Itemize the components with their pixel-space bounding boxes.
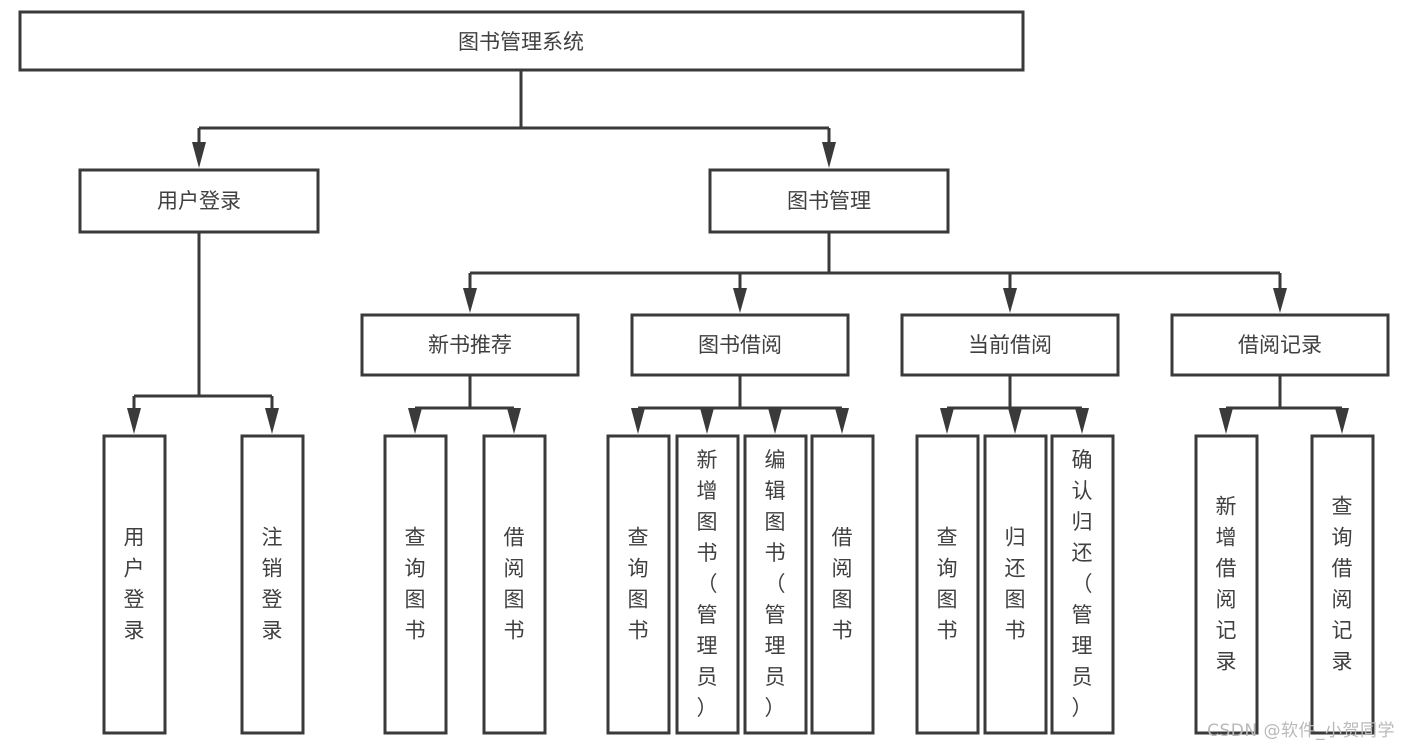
node-user-login-label: 用户登录: [157, 189, 241, 213]
arrow-head-borrow-record: [1273, 288, 1287, 313]
node-leaf-edit-book-admin[interactable]: 编辑图书（管理员）: [743, 434, 808, 735]
node-leaf-borrow-book[interactable]: 借阅图书: [810, 434, 875, 735]
node-root-label: 图书管理系统: [458, 30, 584, 54]
node-new-book-recommend-box[interactable]: [360, 313, 580, 377]
watermark-label: CSDN @软件_小贺同学: [1207, 721, 1395, 741]
node-current-borrow-box[interactable]: [900, 313, 1120, 377]
node-leaf-return-book-label: 归还图书: [1005, 526, 1026, 643]
node-book-management-box[interactable]: [708, 168, 950, 234]
connector-group-new-book-recommend: [408, 375, 521, 434]
node-leaf-logout-box[interactable]: [240, 434, 305, 735]
node-root[interactable]: 图书管理系统: [18, 10, 1025, 72]
arrow-head-leaf-borrow-book-rec: [507, 408, 521, 434]
connector-group-borrow-record: [1219, 375, 1349, 434]
node-leaf-query-book-borrow-label: 查询图书: [628, 526, 649, 643]
node-leaf-logout-label: 注销登录: [262, 526, 283, 643]
arrow-head-leaf-query-borrow-record: [1335, 408, 1349, 434]
connector-group-current-borrow: [940, 375, 1089, 434]
node-book-borrow-label: 图书借阅: [698, 333, 782, 357]
arrow-head-current-borrow: [1003, 288, 1017, 313]
node-leaf-return-book[interactable]: 归还图书: [983, 434, 1048, 735]
arrow-head-leaf-confirm-return-admin: [1075, 408, 1089, 434]
arrow-head-user-login: [192, 142, 206, 168]
node-leaf-borrow-book-label: 借阅图书: [832, 526, 853, 643]
connector-group-book-borrow: [631, 375, 849, 434]
node-leaf-confirm-return-admin-label: 确认归还（管理员）: [1072, 448, 1093, 720]
arrow-head-leaf-user-login: [127, 408, 141, 434]
node-leaf-user-login[interactable]: 用户登录: [102, 434, 167, 735]
node-leaf-borrow-book-box[interactable]: [810, 434, 875, 735]
arrow-head-book-borrow: [733, 288, 747, 313]
node-leaf-query-book-rec-box[interactable]: [383, 434, 448, 735]
node-current-borrow-label: 当前借阅: [968, 333, 1052, 357]
connector-group-user-login: [127, 232, 279, 434]
node-leaf-query-book-borrow-box[interactable]: [606, 434, 671, 735]
node-leaf-logout[interactable]: 注销登录: [240, 434, 305, 735]
node-leaf-borrow-book-rec-box[interactable]: [482, 434, 547, 735]
node-root-box[interactable]: [18, 10, 1025, 72]
arrow-head-leaf-edit-book-admin: [768, 408, 782, 434]
node-leaf-user-login-box[interactable]: [102, 434, 167, 735]
node-borrow-record-label: 借阅记录: [1238, 333, 1322, 357]
node-borrow-record-box[interactable]: [1170, 313, 1390, 377]
node-leaf-query-book-current[interactable]: 查询图书: [915, 434, 980, 735]
node-leaf-query-borrow-record-box[interactable]: [1310, 434, 1375, 735]
node-leaf-query-book-rec-label: 查询图书: [405, 526, 426, 643]
node-leaf-query-book-borrow[interactable]: 查询图书: [606, 434, 671, 735]
node-user-login[interactable]: 用户登录: [78, 168, 320, 234]
connector-group-book-management: [463, 232, 1287, 313]
node-book-management-label: 图书管理: [787, 189, 871, 213]
node-leaf-return-book-box[interactable]: [983, 434, 1048, 735]
node-leaf-query-book-current-label: 查询图书: [937, 526, 958, 643]
node-leaf-add-book-admin-box[interactable]: [675, 434, 740, 735]
node-leaf-query-book-current-box[interactable]: [915, 434, 980, 735]
node-leaf-add-borrow-record-box[interactable]: [1194, 434, 1259, 735]
connector-group-root: [192, 70, 836, 168]
node-book-borrow-box[interactable]: [630, 313, 850, 377]
node-leaf-borrow-book-rec[interactable]: 借阅图书: [482, 434, 547, 735]
node-leaf-query-borrow-record[interactable]: 查询借阅记录: [1310, 434, 1375, 735]
arrow-head-leaf-add-borrow-record: [1219, 408, 1233, 434]
node-leaf-borrow-book-rec-label: 借阅图书: [504, 526, 525, 643]
node-leaf-confirm-return-admin-box[interactable]: [1050, 434, 1115, 735]
node-borrow-record[interactable]: 借阅记录: [1170, 313, 1390, 377]
arrow-head-leaf-query-book-borrow: [631, 408, 645, 434]
node-leaf-confirm-return-admin[interactable]: 确认归还（管理员）: [1050, 434, 1115, 735]
node-leaf-edit-book-admin-box[interactable]: [743, 434, 808, 735]
arrow-head-new-book-recommend: [463, 288, 477, 313]
node-leaf-user-login-label: 用户登录: [124, 526, 145, 643]
arrow-head-leaf-logout: [265, 408, 279, 434]
node-user-login-box[interactable]: [78, 168, 320, 234]
node-leaf-add-borrow-record-label: 新增借阅记录: [1216, 495, 1237, 674]
node-leaf-query-book-rec[interactable]: 查询图书: [383, 434, 448, 735]
node-leaf-query-borrow-record-label: 查询借阅记录: [1332, 495, 1353, 674]
arrow-head-book-management: [822, 142, 836, 168]
node-current-borrow[interactable]: 当前借阅: [900, 313, 1120, 377]
node-leaf-edit-book-admin-label: 编辑图书（管理员）: [765, 448, 786, 720]
node-leaf-add-borrow-record[interactable]: 新增借阅记录: [1194, 434, 1259, 735]
node-new-book-recommend[interactable]: 新书推荐: [360, 313, 580, 377]
arrow-head-leaf-borrow-book: [835, 408, 849, 434]
arrow-head-leaf-return-book: [1008, 408, 1022, 434]
arrow-head-leaf-query-book-rec: [408, 408, 422, 434]
arrow-head-leaf-add-book-admin: [700, 408, 714, 434]
node-new-book-recommend-label: 新书推荐: [428, 333, 512, 357]
node-leaf-add-book-admin-label: 新增图书（管理员）: [697, 448, 718, 720]
node-book-management[interactable]: 图书管理: [708, 168, 950, 234]
node-book-borrow[interactable]: 图书借阅: [630, 313, 850, 377]
node-leaf-add-book-admin[interactable]: 新增图书（管理员）: [675, 434, 740, 735]
arrow-head-leaf-query-book-current: [940, 408, 954, 434]
